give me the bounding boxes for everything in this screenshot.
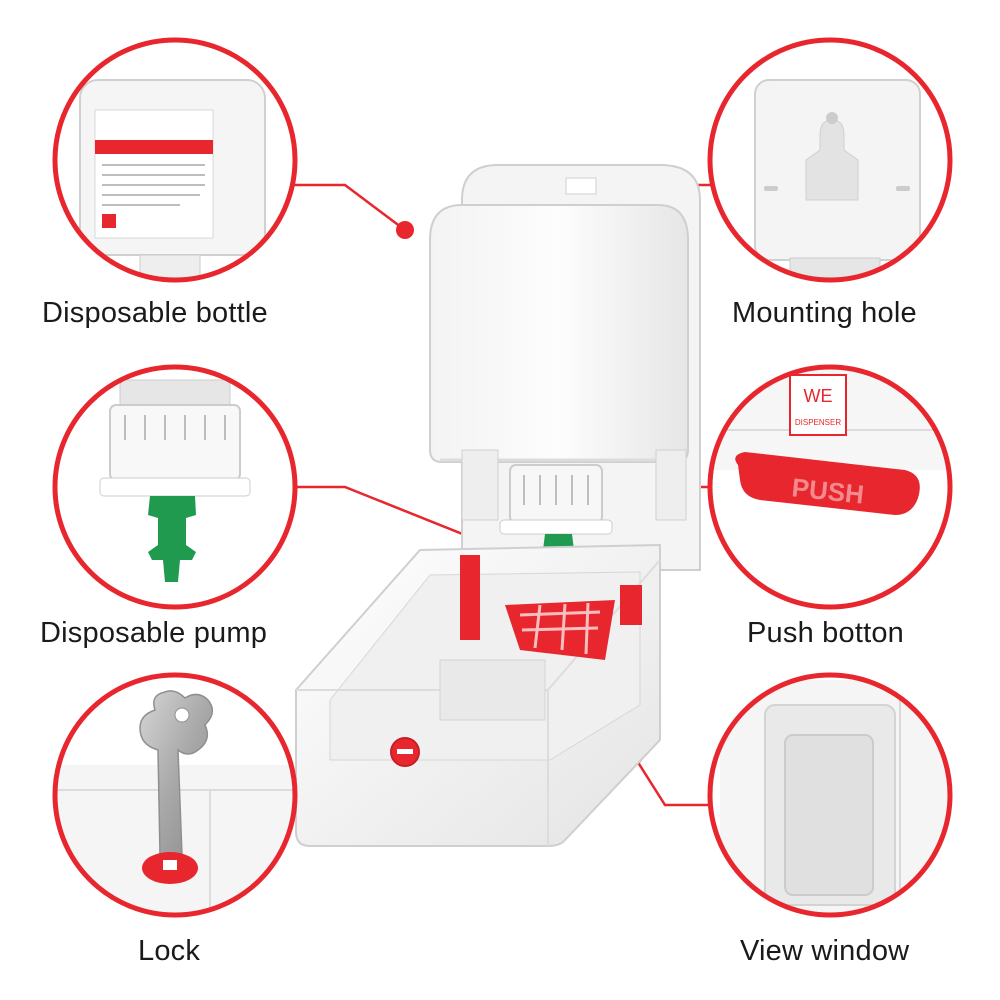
caption-push-button: Push botton — [747, 617, 904, 649]
callout-push-button: WE DISPENSER PUSH — [707, 364, 953, 610]
caption-mounting-hole: Mounting hole — [732, 297, 917, 329]
callout-mounting-hole — [707, 37, 953, 283]
dispenser-main — [295, 164, 701, 847]
dot-bottle — [396, 221, 414, 239]
caption-view-window: View window — [740, 935, 910, 967]
callout-view-window — [707, 672, 953, 918]
leader-bottle — [292, 183, 406, 231]
dispenser-logo-subtext: DISPENSER — [795, 418, 841, 427]
leader-pump — [292, 485, 516, 557]
caption-disposable-bottle: Disposable bottle — [42, 297, 268, 329]
caption-disposable-pump: Disposable pump — [40, 617, 268, 649]
callout-disposable-pump — [52, 364, 298, 610]
dispenser-logo: WE — [804, 386, 833, 406]
callout-disposable-bottle — [52, 37, 298, 283]
callout-lock — [52, 672, 298, 918]
caption-lock: Lock — [138, 935, 201, 967]
leader-view — [632, 755, 712, 807]
